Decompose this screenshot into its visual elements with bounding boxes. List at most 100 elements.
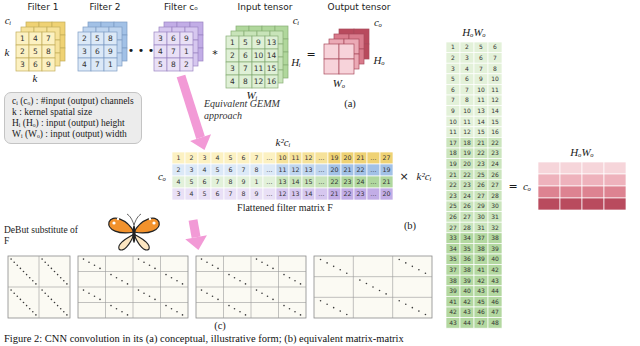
factor-divider <box>314 297 432 298</box>
filter-matrix-entry: 15 <box>304 179 312 185</box>
factor-border <box>78 256 188 318</box>
factor-divider <box>392 256 393 318</box>
filter-matrix-entry: 19 <box>330 155 338 161</box>
flattened-cell <box>367 176 380 188</box>
nonzero-dot <box>29 308 31 310</box>
im2col-cell <box>460 137 474 148</box>
im2col-entry: 39 <box>463 278 471 284</box>
filter-matrix-entry: 22 <box>356 167 364 173</box>
nonzero-dot <box>201 289 203 291</box>
nonzero-dot <box>182 283 184 285</box>
im2col-cell <box>460 190 474 201</box>
filter-cell <box>78 45 91 58</box>
im2col-entry: 19 <box>463 150 471 156</box>
im2col-entry: 36 <box>463 256 471 262</box>
filter-cell <box>42 58 55 71</box>
input-entry: 13 <box>267 39 277 47</box>
im2col-entry: 7 <box>451 97 455 103</box>
flattened-cell <box>224 152 237 164</box>
im2col-entry: 12 <box>463 129 471 135</box>
flattened-cell <box>250 188 263 200</box>
flattened-cell <box>354 188 367 200</box>
nonzero-dot <box>35 314 37 316</box>
factor-divider <box>8 287 70 288</box>
flattened-cell <box>237 152 250 164</box>
im2col-cell <box>474 296 488 307</box>
nonzero-dot <box>110 305 112 307</box>
filter-matrix-entry: 5 <box>202 191 206 197</box>
im2col-entry: 16 <box>491 129 499 135</box>
im2col-cell <box>488 148 502 159</box>
filter-matrix-entry: 8 <box>241 191 245 197</box>
im2col-entry: 35 <box>463 246 471 252</box>
im2col-cell <box>474 53 488 64</box>
im2col-entry: 11 <box>477 97 485 103</box>
output-matrix-cell <box>604 186 626 198</box>
im2col-cell <box>474 159 488 170</box>
filter-cell <box>154 45 167 58</box>
flattened-cell <box>263 176 276 188</box>
im2col-entry: 5 <box>451 76 455 82</box>
nonzero-dot <box>57 274 59 276</box>
filter-matrix-entry: 4 <box>215 155 219 161</box>
filter-cell <box>104 58 117 71</box>
nonzero-dot <box>20 299 22 301</box>
im2col-cell <box>460 116 474 127</box>
nonzero-dot <box>171 308 173 310</box>
im2col-cell <box>460 307 474 318</box>
im2col-entry: 30 <box>491 203 499 209</box>
filter-matrix-entry: … <box>266 191 272 197</box>
im2col-entry: 40 <box>491 256 499 262</box>
im2col-cell <box>488 84 502 95</box>
filter-cell-group <box>16 32 55 71</box>
dimension-label: Hᵢ <box>291 57 301 68</box>
filter-cell-group <box>154 32 193 71</box>
flattened-cell <box>237 176 250 188</box>
flattened-cell <box>172 164 185 176</box>
filter-matrix-entry: 23 <box>343 179 351 185</box>
operator-symbol: × <box>399 171 408 182</box>
im2col-cell <box>474 275 488 286</box>
flattened-cell <box>341 188 354 200</box>
input-entry: 3 <box>230 65 235 73</box>
filter-entry: 3 <box>82 48 87 56</box>
filter-cell <box>16 32 29 45</box>
im2col-entry: 38 <box>449 278 457 284</box>
im2col-entry: 4 <box>465 66 469 72</box>
dimension-label: cₒ <box>523 181 531 192</box>
filter-cell <box>29 45 42 58</box>
flattened-cell <box>172 188 185 200</box>
filter-matrix-entry: 4 <box>176 179 180 185</box>
im2col-cell <box>488 190 502 201</box>
flattened-cell <box>198 152 211 164</box>
notation-line: k : kernel spatial size <box>12 107 134 118</box>
im2col-cell <box>460 127 474 138</box>
flattened-cell <box>276 176 289 188</box>
flattened-cell <box>211 176 224 188</box>
nonzero-dot <box>405 262 407 264</box>
filter-matrix-entry: 3 <box>202 155 206 161</box>
im2col-entry: 39 <box>449 288 457 294</box>
im2col-entry: 41 <box>477 267 485 273</box>
output-matrix-cell <box>582 198 604 210</box>
nonzero-dot <box>121 280 123 282</box>
flattened-cell <box>341 164 354 176</box>
nonzero-dot <box>385 293 387 295</box>
im2col-entry: 39 <box>491 246 499 252</box>
filter-title: Filter cₒ <box>150 2 212 13</box>
output-matrix-cell <box>582 174 604 186</box>
nonzero-dot <box>283 274 285 276</box>
output-matrix-cell <box>582 186 604 198</box>
butterfly-upper-wing <box>134 218 159 233</box>
flattened-cell <box>224 188 237 200</box>
nonzero-dot <box>412 307 414 309</box>
im2col-cell <box>488 265 502 276</box>
filter-matrix-entry: 11 <box>291 155 299 161</box>
filter-matrix-entry: … <box>318 179 324 185</box>
flattened-cell <box>185 164 198 176</box>
dimension-label: cᵢ <box>293 15 300 26</box>
input-cell <box>252 36 265 49</box>
filter-entry: 1 <box>108 61 113 69</box>
flattened-cell <box>172 176 185 188</box>
filter-matrix-entry: 7 <box>215 179 219 185</box>
